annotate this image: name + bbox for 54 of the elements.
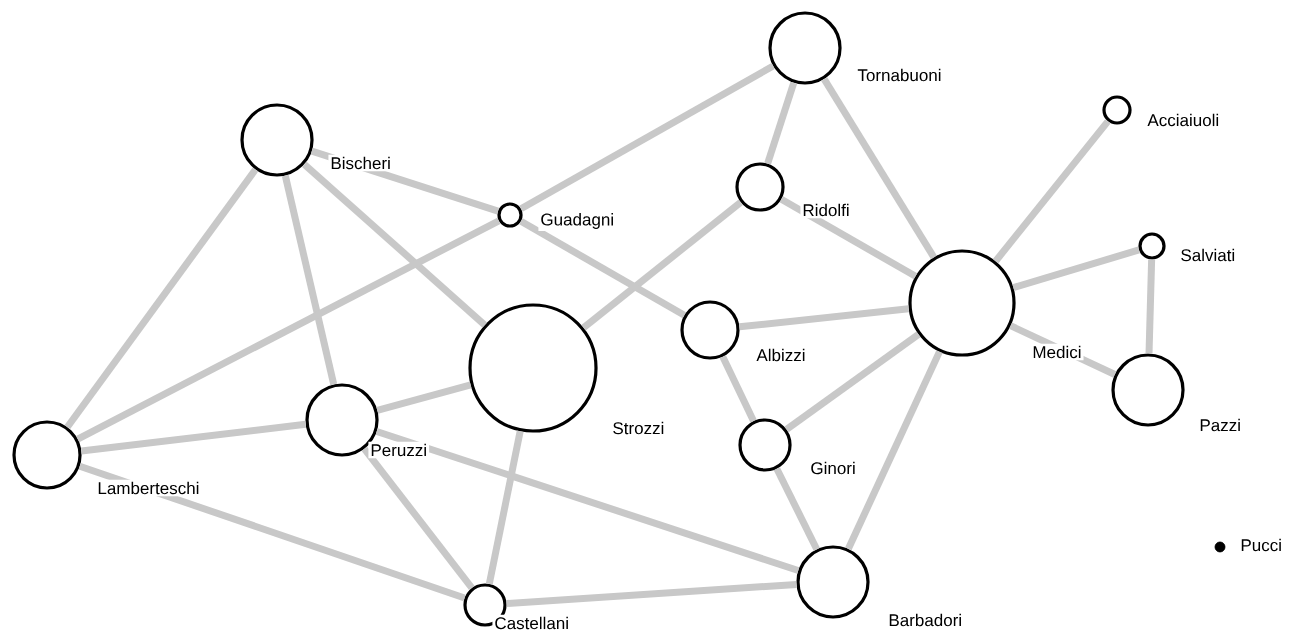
node-circle (12, 420, 82, 490)
node-label: Medici (1030, 343, 1084, 361)
node-circle (768, 11, 842, 85)
connector-line (719, 355, 757, 423)
node-label: Albizzi (754, 346, 808, 364)
node-label: Peruzzi (368, 441, 430, 459)
node-label: Guadagni (538, 211, 617, 231)
connector-line (764, 81, 798, 165)
node-circle (796, 545, 870, 619)
node-circle (680, 300, 740, 360)
node-circle (908, 249, 1016, 357)
connector-line (992, 119, 1111, 264)
connector-line (1012, 246, 1140, 291)
connector-line (519, 218, 687, 319)
connector-line (773, 467, 820, 551)
connector-line (485, 430, 524, 585)
node-label: Lamberteschi (95, 479, 202, 497)
node-label: Strozzi (610, 419, 667, 437)
connector-line (376, 381, 472, 414)
node-circle (1111, 353, 1185, 427)
node-circle (468, 303, 598, 433)
connector-line (1145, 259, 1156, 354)
connector-line (581, 199, 743, 331)
connector-line (361, 446, 475, 591)
connector-line (519, 62, 775, 212)
connector-line (845, 350, 943, 551)
node-label: Bischeri (328, 154, 393, 172)
connector-line (375, 428, 800, 574)
node-label: Barbadori (886, 611, 965, 629)
node-label: Ginori (808, 459, 858, 477)
node-label: Pazzi (1197, 416, 1243, 434)
node-label: Tornabuoni (855, 66, 944, 84)
node-label: Castellani (492, 614, 572, 632)
connector-line (302, 161, 488, 328)
connector-line (80, 420, 307, 455)
connector-line (78, 462, 466, 602)
connector-line (821, 77, 937, 260)
node-label: Ridolfi (800, 201, 852, 219)
node-circle (240, 103, 314, 177)
connector-line (506, 580, 797, 608)
node-circle (735, 162, 785, 212)
connector-line (64, 167, 259, 430)
node-circle (1102, 95, 1132, 125)
connector-line (310, 147, 500, 215)
node-circle (1138, 232, 1166, 260)
node-label: Acciaiuoli (1145, 111, 1222, 129)
node-label: Pucci (1238, 536, 1284, 554)
connector-line (784, 331, 921, 433)
node-label: Salviati (1178, 246, 1238, 264)
node-circle (738, 418, 792, 472)
connector-line (779, 196, 918, 280)
connector-line (281, 174, 338, 386)
connector-line (76, 217, 501, 443)
node-circle (497, 202, 523, 228)
